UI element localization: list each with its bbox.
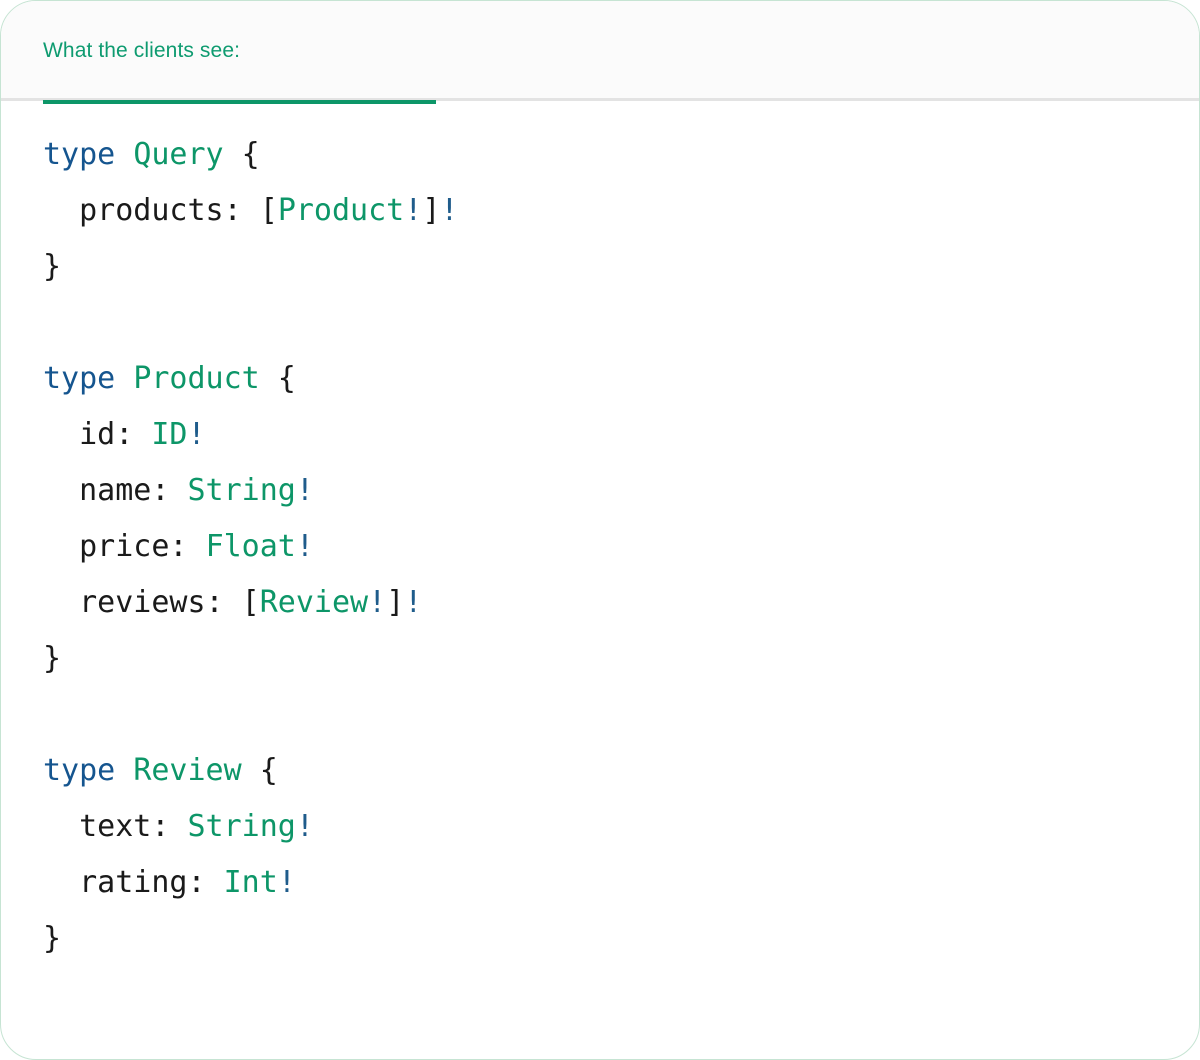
code-token-bang: ! xyxy=(295,473,314,508)
code-token-type: Product xyxy=(277,193,405,228)
code-line: text: String! xyxy=(43,799,1199,855)
code-token-plain: ] xyxy=(422,193,441,228)
code-token-kw: type xyxy=(43,361,116,396)
code-token-plain: id: xyxy=(43,417,152,452)
code-token-bang: ! xyxy=(368,585,387,620)
code-token-type: Product xyxy=(133,361,260,396)
code-line: } xyxy=(43,911,1199,967)
code-line: type Product { xyxy=(43,351,1199,407)
code-token-plain: { xyxy=(259,361,296,396)
code-token-type: Review xyxy=(259,585,369,620)
code-token-kw: type xyxy=(43,753,116,788)
code-token-plain xyxy=(115,753,133,788)
tab-label: What the clients see: xyxy=(43,39,241,62)
code-token-plain: price: xyxy=(43,529,206,564)
code-token-plain: } xyxy=(43,921,62,956)
code-line: name: String! xyxy=(43,463,1199,519)
tab-what-the-clients-see[interactable]: What the clients see: xyxy=(43,1,436,104)
tab-bar: What the clients see: xyxy=(1,1,1199,104)
code-token-bang: ! xyxy=(187,417,206,452)
code-line xyxy=(43,295,1199,351)
code-line xyxy=(43,687,1199,743)
code-token-bang: ! xyxy=(404,585,423,620)
code-token-type: String xyxy=(187,809,296,844)
code-token-plain: products: [ xyxy=(43,193,278,228)
code-line: } xyxy=(43,631,1199,687)
code-token-kw: type xyxy=(43,137,116,172)
graphql-schema-code[interactable]: type Query { products: [Product!]!} type… xyxy=(1,101,1199,967)
code-token-plain xyxy=(115,361,133,396)
code-token-plain: text: xyxy=(43,809,188,844)
code-token-type: ID xyxy=(151,417,188,452)
code-token-bang: ! xyxy=(277,865,296,900)
code-line: type Query { xyxy=(43,127,1199,183)
code-line: reviews: [Review!]! xyxy=(43,575,1199,631)
code-token-type: String xyxy=(187,473,296,508)
code-token-bang: ! xyxy=(295,529,314,564)
code-token-plain xyxy=(115,137,133,172)
code-token-plain: } xyxy=(43,641,62,676)
code-token-type: Review xyxy=(133,753,242,788)
code-token-plain: { xyxy=(223,137,260,172)
code-line: rating: Int! xyxy=(43,855,1199,911)
code-line: id: ID! xyxy=(43,407,1199,463)
code-token-plain: reviews: [ xyxy=(43,585,260,620)
code-line: price: Float! xyxy=(43,519,1199,575)
code-token-plain: name: xyxy=(43,473,188,508)
code-token-type: Int xyxy=(223,865,278,900)
code-token-bang: ! xyxy=(295,809,314,844)
code-token-bang: ! xyxy=(440,193,459,228)
code-token-plain: ] xyxy=(386,585,405,620)
active-tab-underline xyxy=(43,100,436,104)
code-line: type Review { xyxy=(43,743,1199,799)
code-token-plain: { xyxy=(241,753,278,788)
code-token-type: Query xyxy=(133,137,224,172)
code-line: } xyxy=(43,239,1199,295)
code-line: products: [Product!]! xyxy=(43,183,1199,239)
code-token-plain: } xyxy=(43,249,62,284)
code-token-plain: rating: xyxy=(43,865,224,900)
code-token-type: Float xyxy=(205,529,296,564)
code-token-bang: ! xyxy=(404,193,423,228)
